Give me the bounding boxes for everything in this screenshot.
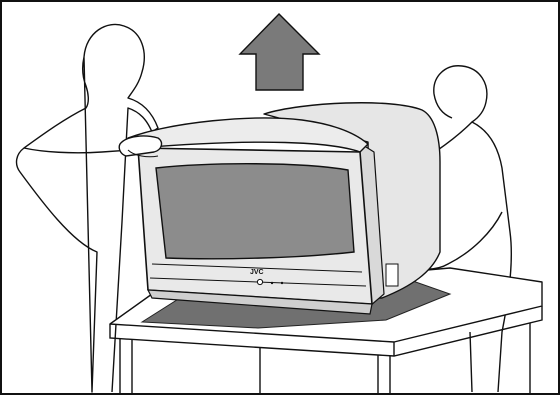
tv-brand-label: JVC <box>250 269 264 276</box>
power-button-icon <box>256 278 264 286</box>
crt-television: JVC <box>127 102 441 315</box>
side-jack-panel <box>385 263 399 287</box>
lift-up-arrow-icon <box>238 13 321 91</box>
tv-screen <box>155 163 355 260</box>
left-person <box>15 23 159 393</box>
sensor-dot-icon <box>280 281 284 285</box>
indicator-light-icon <box>270 281 274 285</box>
left-hands <box>118 135 163 158</box>
